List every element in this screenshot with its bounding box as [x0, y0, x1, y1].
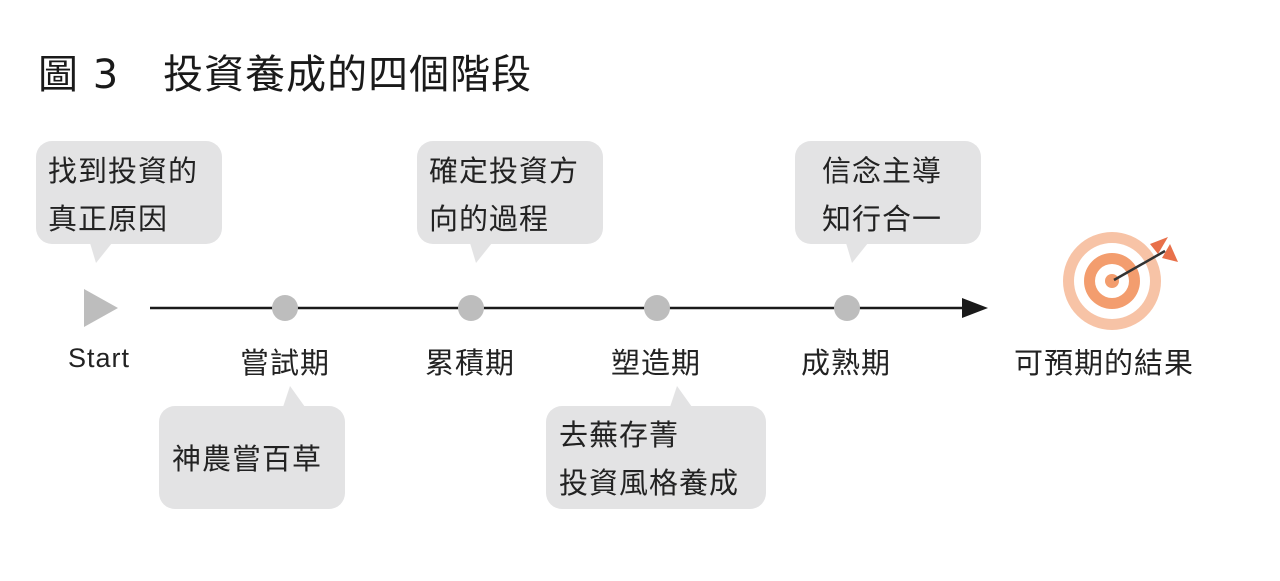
bubble-accumulate	[417, 141, 603, 263]
bubble-trial	[159, 386, 345, 509]
start-note-line-2: 真正原因	[48, 202, 169, 236]
figure-title: 圖 3 投資養成的四個階段	[38, 42, 532, 100]
target-arrow-icon	[1063, 232, 1178, 330]
stage-label-trial: 嘗試期	[240, 346, 331, 380]
accumulate-note-line-1: 確定投資方	[429, 154, 580, 188]
goal-label: 可預期的結果	[1014, 346, 1195, 380]
timeline-arrowhead	[962, 298, 988, 318]
mature-note-line-2: 知行合一	[822, 202, 943, 236]
start-note: 找到投資的 真正原因	[48, 147, 198, 243]
node-shape	[644, 295, 670, 321]
start-note-line-1: 找到投資的	[48, 154, 199, 188]
bubble-start	[36, 141, 222, 263]
node-mature	[834, 295, 860, 321]
bubble-shape	[546, 386, 766, 509]
accumulate-note: 確定投資方 向的過程	[429, 147, 579, 243]
accumulate-note-line-2: 向的過程	[429, 202, 550, 236]
trial-note: 神農嘗百草	[172, 435, 322, 483]
shape-note-line-2: 投資風格養成	[559, 466, 740, 500]
mature-note: 信念主導 知行合一	[822, 147, 942, 243]
figure-title-text: 投資養成的四個階段	[163, 52, 533, 98]
mature-note-line-1: 信念主導	[822, 154, 943, 188]
shape-note-line-1: 去蕪存菁	[559, 418, 680, 452]
node-trial	[272, 295, 298, 321]
stage-label-accumulate: 累積期	[425, 346, 516, 380]
start-label: Start	[68, 343, 131, 373]
play-triangle-icon	[84, 289, 118, 327]
figure-number: 圖 3	[38, 52, 120, 98]
shape-note: 去蕪存菁 投資風格養成	[559, 411, 739, 507]
trial-note-line-1: 神農嘗百草	[172, 442, 323, 476]
stage-label-shape: 塑造期	[611, 346, 702, 380]
bubble-mature	[795, 141, 981, 263]
stage-label-mature: 成熟期	[801, 346, 892, 380]
node-accumulate	[458, 295, 484, 321]
